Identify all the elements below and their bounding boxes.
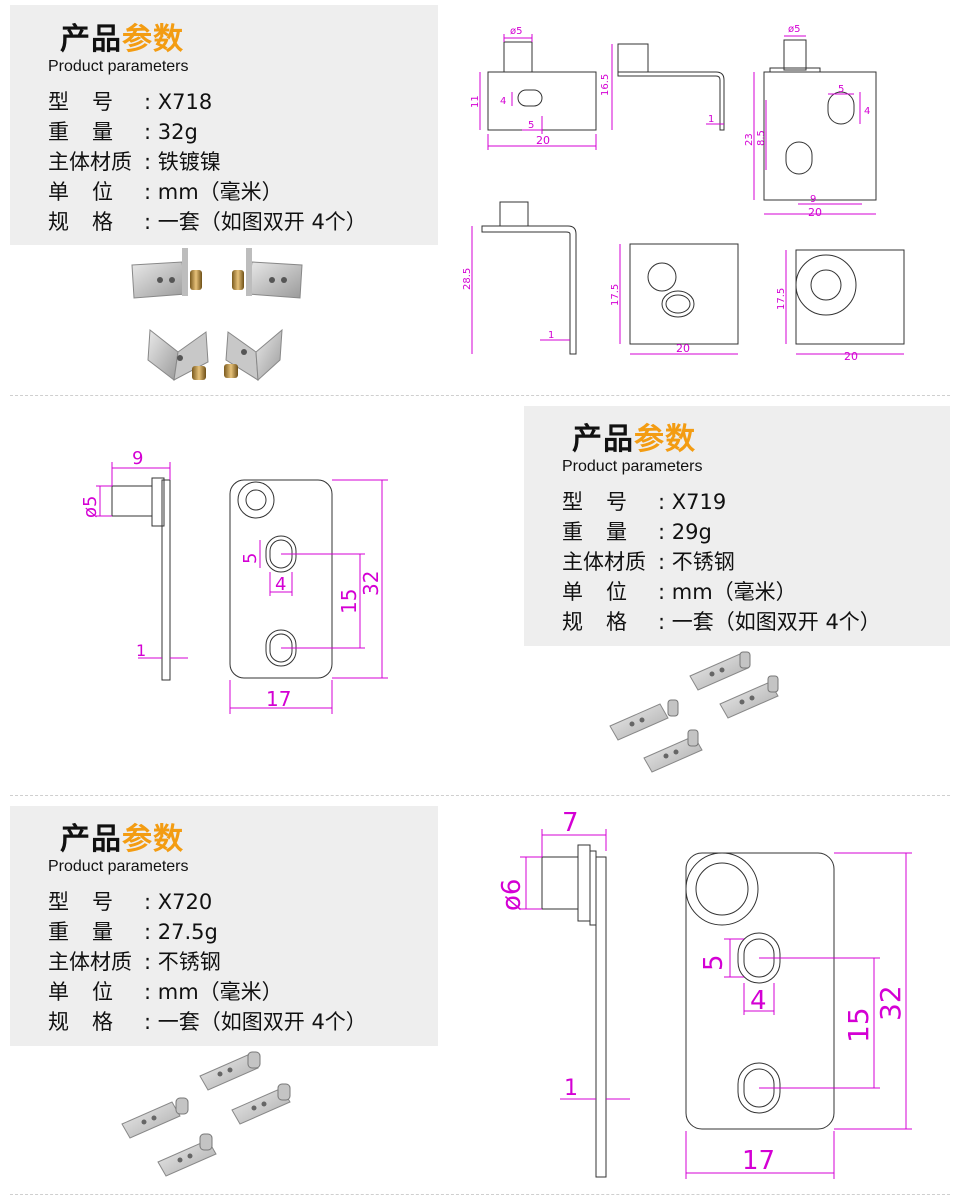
spec-row-model: 型号: X720 [48,890,213,914]
dim-label: 11 [470,95,481,108]
spec-row-material: 主体材质: 不锈钢 [562,550,735,574]
dim-label: ø5 [80,496,101,518]
dim-label: 9 [810,194,816,205]
spec-row-model: 型号: X719 [562,490,727,514]
dim-label: 4 [864,106,870,117]
panel-subtitle: Product parameters [48,858,189,875]
spec-row-unit: 单位: mm（毫米） [48,980,283,1004]
dim-label: 4 [500,96,506,107]
dim-label: 1 [564,1076,578,1101]
section-divider [10,1194,950,1195]
spec-panel-x718 [10,5,438,245]
dim-label: 17 [742,1146,775,1176]
dim-label: 20 [676,342,690,355]
dim-label: 9 [132,448,143,469]
dim-label: 1 [548,330,554,341]
drawing-x718: ø5 11 4 5 20 16.5 1 ø5 5 4 23 8.5 9 20 2… [462,24,905,363]
spec-row-model: 型号: X718 [48,90,213,114]
dim-label: 20 [844,350,858,363]
drawing-x719: 9 ø5 1 5 4 15 32 17 [80,448,388,714]
dim-label: ø6 [497,879,527,911]
dim-label: 20 [536,134,550,147]
dim-label: 16.5 [600,74,611,96]
product-photo-x719 [609,651,779,773]
dim-label: 23 [744,133,755,146]
dim-label: 5 [699,954,729,971]
dim-label: 17 [266,687,291,711]
section-divider [10,395,950,396]
dim-label: 1 [136,641,146,660]
panel-subtitle: Product parameters [562,458,703,475]
panel-title: 产品参数 [572,422,696,457]
spec-row-unit: 单位: mm（毫米） [48,180,283,204]
dim-label: 32 [359,571,383,596]
dim-label: 5 [240,553,261,564]
dim-label: 5 [528,120,534,131]
panel-title: 产品参数 [60,22,184,57]
dim-label: 1 [708,114,714,125]
dim-label: 4 [750,986,767,1016]
panel-subtitle: Product parameters [48,58,189,75]
dim-label: ø5 [788,24,800,35]
dim-label: 8.5 [756,130,767,146]
spec-row-unit: 单位: mm（毫米） [562,580,797,604]
dim-label: 17.5 [776,288,787,310]
dim-label: 15 [337,589,361,614]
dim-label: ø5 [510,26,522,37]
dim-label: 17.5 [610,284,621,306]
spec-row-spec: 规格: 一套（如图双开 4个） [48,210,367,234]
spec-row-spec: 规格: 一套（如图双开 4个） [48,1010,367,1034]
product-photo-x720 [121,1051,291,1177]
dim-label: 15 [842,1007,875,1043]
spec-panel-x720 [10,806,438,1046]
spec-row-spec: 规格: 一套（如图双开 4个） [562,610,881,634]
dim-label: 20 [808,206,822,219]
panel-title: 产品参数 [60,822,184,857]
drawing-x720: 7 ø6 1 5 4 15 32 17 [497,808,912,1179]
spec-row-weight: 重量: 27.5g [48,920,218,944]
dim-label: 4 [275,574,286,595]
dim-label: 28.5 [462,268,473,290]
dim-label: 5 [838,84,844,95]
spec-row-material: 主体材质: 铁镀镍 [48,150,221,174]
dim-label: 7 [562,808,579,838]
spec-panel-x719 [524,406,950,646]
spec-row-weight: 重量: 32g [48,120,198,144]
spec-row-material: 主体材质: 不锈钢 [48,950,221,974]
dim-label: 32 [874,985,907,1021]
spec-row-weight: 重量: 29g [562,520,712,544]
section-divider [10,795,950,796]
product-photo-x718 [131,248,303,382]
